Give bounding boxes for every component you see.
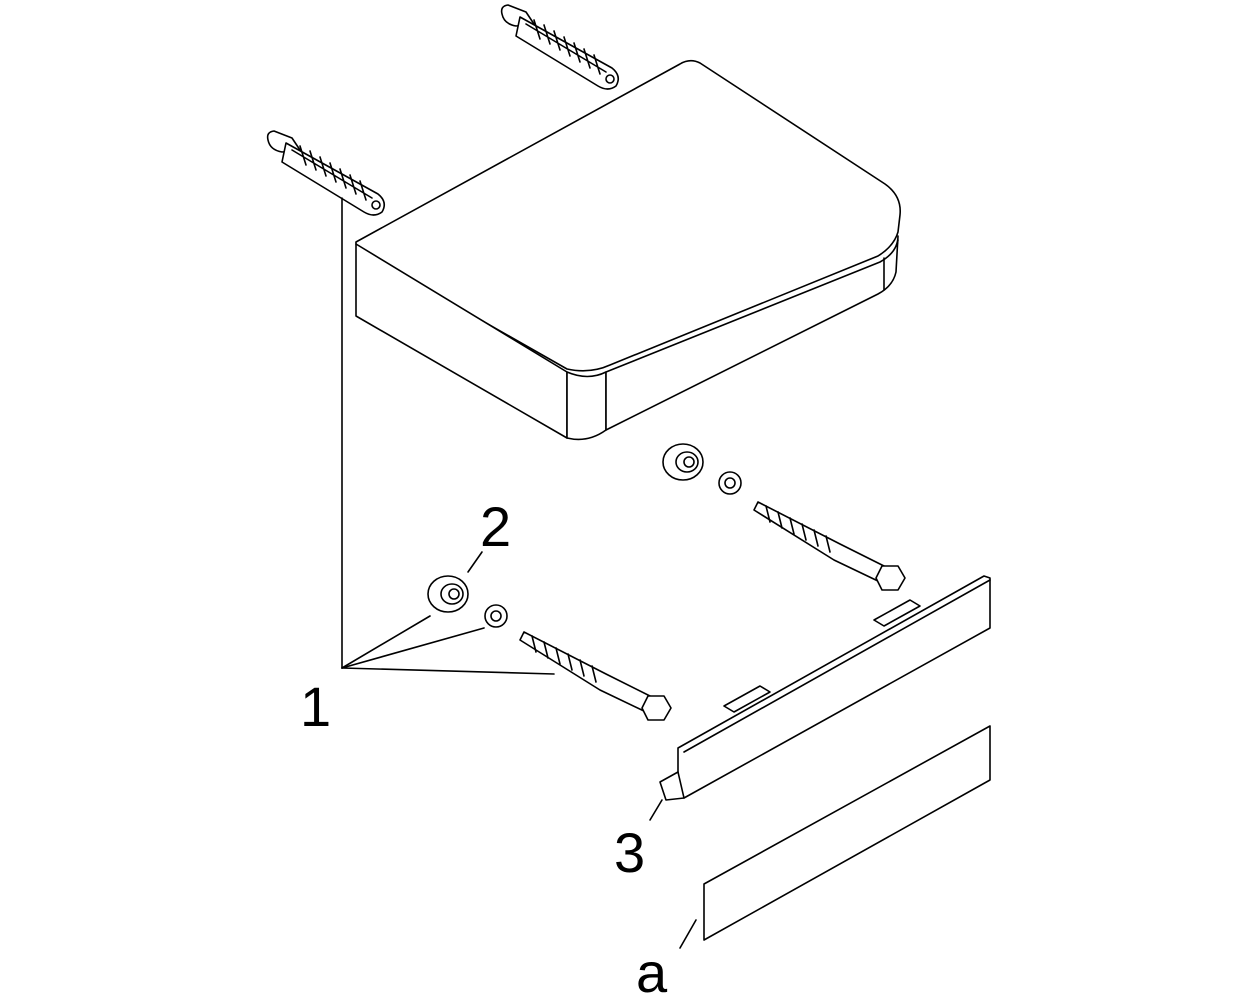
leader-lines	[341, 197, 697, 949]
rosette-left	[427, 575, 469, 613]
callout-a: a	[636, 941, 668, 1004]
rosette-right	[662, 443, 704, 481]
washer-left	[484, 604, 508, 628]
mounting-bracket	[659, 575, 991, 801]
shelf-body	[355, 59, 902, 441]
screw-left	[519, 631, 672, 721]
washer-right	[718, 471, 742, 495]
wall-plug-left	[266, 130, 386, 216]
callout-1: 1	[300, 675, 331, 738]
wall-plug-right	[500, 4, 620, 90]
adhesive-strip	[703, 725, 991, 941]
callout-2: 2	[480, 495, 511, 558]
screw-right	[753, 501, 906, 591]
callout-3: 3	[614, 821, 645, 884]
